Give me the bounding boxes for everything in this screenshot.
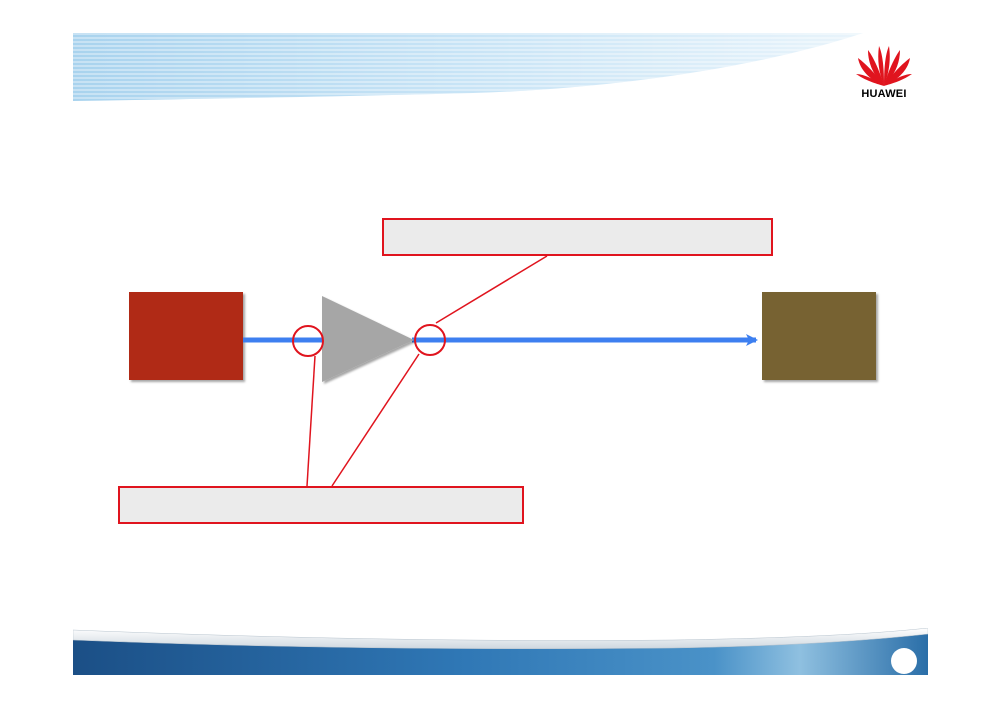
logo-petals (856, 46, 912, 86)
footer-band (73, 628, 928, 675)
output-callout-circle (414, 324, 446, 356)
leader-line-output (331, 353, 420, 487)
source-block (129, 292, 243, 380)
huawei-logo-icon (856, 46, 912, 86)
output-label-box (382, 218, 773, 256)
leader-line-input (306, 355, 316, 487)
leader-line-top (435, 255, 548, 324)
logo-text: HUAWEI (861, 88, 907, 100)
page-number-badge (891, 648, 917, 674)
amplifier-triangle (322, 296, 414, 382)
input-output-label-box (118, 486, 524, 524)
input-callout-circle (292, 325, 324, 357)
destination-block (762, 292, 876, 380)
